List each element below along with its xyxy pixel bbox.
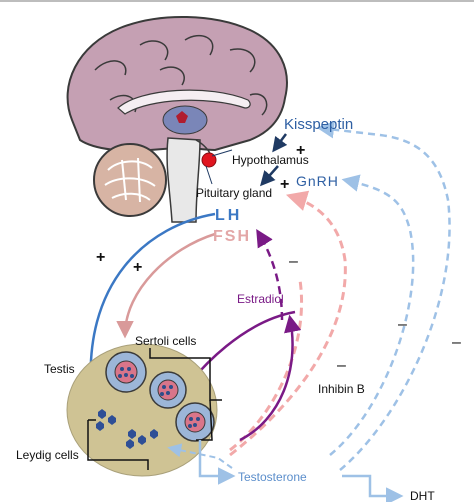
testosterone-line: [198, 440, 236, 485]
dht-label: DHT: [410, 489, 435, 502]
plus-sign-gnrh: +: [280, 176, 289, 193]
cerebellum: [93, 143, 167, 217]
minus-sign-testosterone-2: –: [452, 334, 461, 351]
pituitary-label: Pituitary gland: [196, 186, 272, 200]
gnrh-arrow: [260, 165, 279, 187]
sertoli-bracket-right: [196, 399, 213, 441]
cerebrum: [66, 16, 288, 152]
plus-sign-kisspeptin: +: [296, 142, 305, 159]
corpus-callosum: [117, 89, 251, 115]
testis-label: Testis: [44, 362, 75, 376]
testosterone-label: Testosterone: [238, 470, 307, 484]
testosterone-feedback-gnrh: [329, 174, 415, 456]
minus-sign-estradiol: –: [289, 253, 298, 270]
plus-sign-lh: +: [96, 249, 105, 266]
inhibin-label: Inhibin B: [318, 382, 365, 396]
sertoli-bracket: [149, 348, 222, 401]
hypothalamus-label: Hypothalamus: [232, 153, 309, 167]
fsh-to-sertoli: [116, 232, 216, 339]
sertoli-label: Sertoli cells: [135, 334, 196, 348]
inhibin-feedback-gnrh: [229, 190, 347, 457]
leydig-bracket: [87, 420, 149, 470]
fsh-label: FSH: [213, 228, 251, 245]
estradiol-label: Estradiol: [237, 292, 284, 306]
pituitary-leader: [205, 165, 213, 185]
estradiol-feedback-fsh: [256, 229, 284, 321]
pituitary-gland-marker: [201, 152, 217, 168]
testosterone-to-leydig: [167, 443, 233, 469]
plus-sign-fsh: +: [133, 259, 142, 276]
testosterone-feedback-kisspeptin: [316, 120, 451, 471]
testosterone-to-dht: [342, 474, 404, 502]
leydig-label: Leydig cells: [16, 448, 79, 462]
estradiol-loop: [239, 314, 302, 442]
testis-illustration: [66, 343, 222, 477]
lh-to-leydig: [81, 212, 216, 404]
minus-sign-inhibin: –: [337, 357, 346, 374]
gnrh-label: GnRH: [296, 173, 339, 189]
kisspeptin-label: Kisspeptin: [284, 116, 353, 133]
seminiferous-tubule: [149, 371, 187, 409]
hypothalamus-leader: [211, 149, 233, 157]
brain-illustration: [66, 16, 288, 223]
seminiferous-tubule: [175, 402, 215, 442]
lh-label: LH: [215, 207, 242, 224]
hypothalamus-marker: [176, 111, 188, 123]
minus-sign-testosterone-1: –: [398, 316, 407, 333]
brainstem: [166, 137, 201, 223]
seminiferous-tubule: [105, 351, 147, 393]
leydig-cell-clusters: [96, 409, 158, 449]
kisspeptin-arrow: [272, 133, 288, 153]
